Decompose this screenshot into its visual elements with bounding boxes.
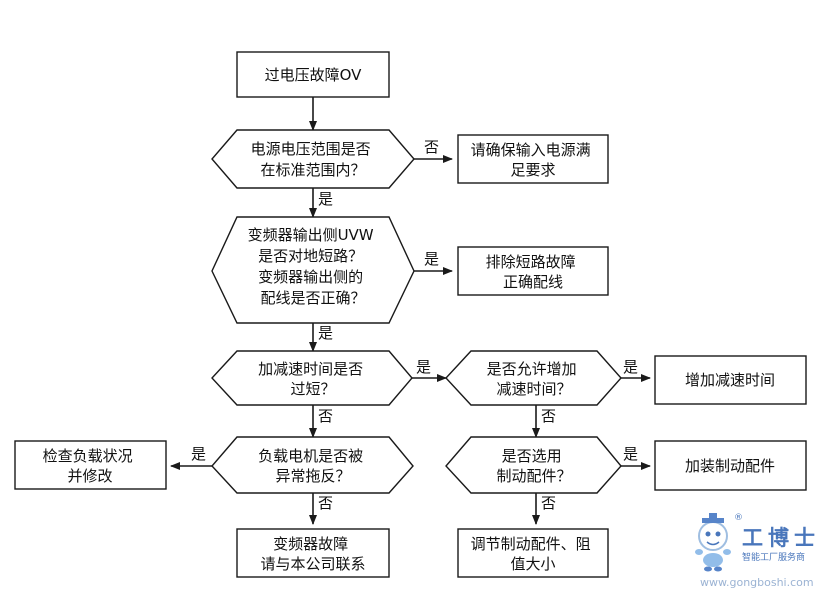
short-decision-line-3: 变频器输出侧的 — [258, 268, 363, 286]
connectors — [170, 97, 651, 525]
watermark-brand: 工博士 — [742, 526, 820, 550]
nodes: 过电压故障OV 电源电压范围是否 在标准范围内？ 请确保输入电源满 足要求 变频… — [14, 51, 807, 578]
label-brake-no: 否 — [541, 494, 556, 512]
increase-action-text: 增加减速时间 — [685, 371, 775, 389]
short-decision — [211, 216, 415, 324]
voltage-action-line-1: 请确保输入电源满 — [471, 141, 591, 159]
end-fault-box — [236, 528, 390, 578]
start-text: 过电压故障OV — [265, 66, 363, 84]
allow-decision — [445, 350, 622, 406]
check-action-line-1: 检查负载状况 — [43, 447, 133, 465]
voltage-decision-line-2: 在标准范围内？ — [260, 161, 365, 179]
load-decision — [211, 436, 414, 494]
watermark-url: www.gongboshi.com — [700, 576, 814, 589]
end-fault-line-1: 变频器故障 — [273, 535, 348, 553]
adjust-action-line-2: 值大小 — [510, 555, 555, 573]
allow-decision-line-2: 减速时间？ — [496, 380, 571, 398]
increase-action-line-1: 增加减速时间 — [685, 371, 775, 389]
allow-decision-text: 是否允许增加 减速时间？ — [487, 360, 582, 398]
edge-labels: 否 是 是 是 是 是 否 否 是 是 否 否 — [191, 138, 638, 512]
adjust-action-text: 调节制动配件、阻 值大小 — [471, 535, 596, 573]
label-accel-yes: 是 — [416, 358, 431, 376]
voltage-action-line-2: 足要求 — [510, 161, 555, 179]
brake-action-text: 加装制动配件 — [685, 457, 775, 475]
accel-decision-text: 加减速时间是否 过短？ — [258, 360, 368, 398]
allow-decision-line-1: 是否允许增加 — [487, 360, 577, 378]
brake-decision-line-2: 制动配件？ — [496, 467, 571, 485]
accel-decision-line-2: 过短？ — [290, 380, 335, 398]
watermark-tagline: 智能工厂服务商 — [742, 551, 805, 563]
brake-decision-line-1: 是否选用 — [502, 447, 562, 465]
label-voltage-yes: 是 — [318, 190, 333, 208]
increase-action-box — [654, 355, 807, 405]
short-decision-text: 变频器输出侧UVW 是否对地短路？ 变频器输出侧的 配线是否正确？ — [248, 226, 379, 307]
end-fault-text: 变频器故障 请与本公司联系 — [260, 535, 365, 573]
label-load-no: 否 — [318, 494, 333, 512]
short-action-text: 排除短路故障 正确配线 — [486, 253, 581, 291]
load-decision-line-2: 异常拖反？ — [275, 467, 350, 485]
voltage-decision-text: 电源电压范围是否 在标准范围内？ — [251, 140, 376, 179]
start-box — [236, 51, 390, 98]
accel-decision — [211, 350, 413, 406]
label-voltage-no: 否 — [424, 138, 439, 156]
mascot-icon — [695, 513, 731, 572]
accel-decision-line-1: 加减速时间是否 — [258, 360, 363, 378]
voltage-action-box — [457, 134, 609, 184]
short-decision-line-2: 是否对地短路？ — [258, 247, 363, 265]
watermark: ® 工博士 智能工厂服务商 www.gongboshi.com — [695, 513, 820, 589]
brake-action-line-1: 加装制动配件 — [685, 457, 775, 475]
label-load-yes: 是 — [191, 445, 206, 463]
label-allow-no: 否 — [541, 407, 556, 425]
brake-decision-text: 是否选用 制动配件？ — [496, 447, 571, 485]
label-short-yes: 是 — [424, 250, 439, 268]
brake-action-box — [654, 440, 807, 491]
voltage-decision-line-1: 电源电压范围是否 — [251, 140, 371, 158]
label-short-no: 是 — [318, 324, 333, 342]
voltage-decision — [211, 129, 415, 189]
check-action-box — [14, 440, 167, 490]
adjust-action-line-1: 调节制动配件、阻 — [471, 535, 591, 553]
brake-decision — [445, 436, 622, 494]
label-allow-yes: 是 — [623, 358, 638, 376]
label-brake-yes: 是 — [623, 445, 638, 463]
short-action-line-1: 排除短路故障 — [486, 253, 576, 271]
label-accel-no: 否 — [318, 407, 333, 425]
start-line-1: 过电压故障OV — [265, 66, 363, 84]
end-fault-line-2: 请与本公司联系 — [260, 555, 365, 573]
voltage-action-text: 请确保输入电源满 足要求 — [471, 141, 596, 179]
short-action-box — [457, 246, 609, 296]
load-decision-line-1: 负载电机是否被 — [258, 447, 363, 465]
short-decision-line-1: 变频器输出侧UVW — [248, 226, 374, 244]
check-action-text: 检查负载状况 并修改 — [43, 447, 138, 485]
load-decision-text: 负载电机是否被 异常拖反？ — [258, 447, 368, 485]
check-action-line-2: 并修改 — [67, 467, 112, 485]
short-decision-line-4: 配线是否正确？ — [260, 289, 365, 307]
adjust-action-box — [457, 528, 609, 578]
watermark-registered: ® — [734, 513, 743, 523]
short-action-line-2: 正确配线 — [503, 273, 563, 291]
